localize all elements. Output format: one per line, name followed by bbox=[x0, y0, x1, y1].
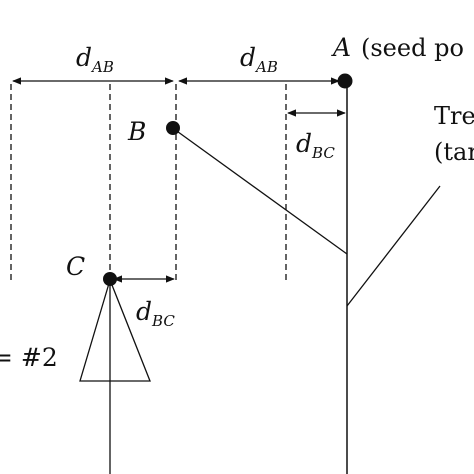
point-b-dot bbox=[166, 121, 180, 135]
label-a-note: (seed po bbox=[361, 34, 464, 62]
label-tree-line2: (tar bbox=[434, 138, 474, 166]
d-ab-left-base: d bbox=[76, 43, 92, 72]
label-d-ab-right: dAB bbox=[240, 43, 278, 76]
d-ab-right-sub: AB bbox=[254, 58, 278, 76]
label-d-bc-top: dBC bbox=[296, 129, 335, 162]
label-b: B bbox=[127, 117, 146, 146]
label-a: A bbox=[331, 33, 351, 62]
label-d-bc-bottom: dBC bbox=[136, 297, 175, 330]
d-bc-bottom-sub: BC bbox=[151, 312, 175, 330]
d-bc-bottom-base: d bbox=[136, 297, 152, 326]
tree-pointer-line bbox=[346, 185, 441, 307]
label-d-ab-left: dAB bbox=[76, 43, 114, 76]
label-c: C bbox=[66, 252, 85, 281]
label-number: = #2 bbox=[0, 343, 58, 372]
d-ab-left-sub: AB bbox=[90, 58, 114, 76]
d-bc-top-sub: BC bbox=[311, 144, 335, 162]
point-a-dot bbox=[337, 73, 353, 89]
point-c-dot bbox=[103, 272, 117, 286]
label-tree-line1: Tre bbox=[434, 102, 474, 130]
d-bc-top-base: d bbox=[296, 129, 312, 158]
tree-cone-shape bbox=[79, 278, 151, 382]
branch-b-line bbox=[173, 128, 348, 255]
d-ab-right-base: d bbox=[240, 43, 256, 72]
